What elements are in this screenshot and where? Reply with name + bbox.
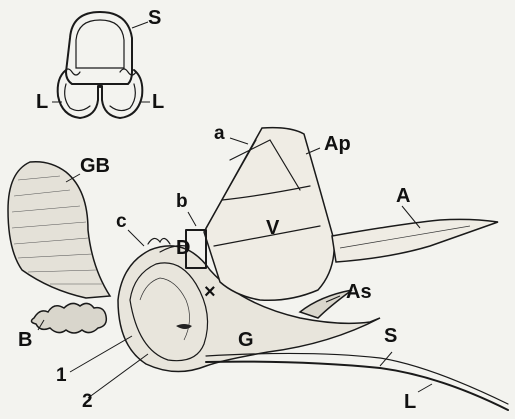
label-c: c xyxy=(116,212,127,231)
cross-section-inset xyxy=(58,12,143,118)
label-l-right: L xyxy=(152,92,164,112)
label-b-upper: B xyxy=(18,330,32,350)
label-a: a xyxy=(214,124,225,143)
label-x-mark: × xyxy=(204,282,216,302)
label-as: As xyxy=(346,282,372,302)
label-s-top: S xyxy=(148,8,161,28)
label-1: 1 xyxy=(56,366,67,385)
label-b: b xyxy=(176,192,188,211)
label-gb: GB xyxy=(80,156,110,176)
label-d: D xyxy=(176,238,190,258)
label-v: V xyxy=(266,218,279,238)
a-blade xyxy=(332,219,498,262)
label-a-blade: A xyxy=(396,186,410,206)
gb-structure xyxy=(8,162,110,333)
label-l-left: L xyxy=(36,92,48,112)
label-2: 2 xyxy=(82,392,93,411)
label-l-bottom: L xyxy=(404,392,416,412)
label-g: G xyxy=(238,330,254,350)
label-ap: Ap xyxy=(324,134,351,154)
label-s-bottom: S xyxy=(384,326,397,346)
